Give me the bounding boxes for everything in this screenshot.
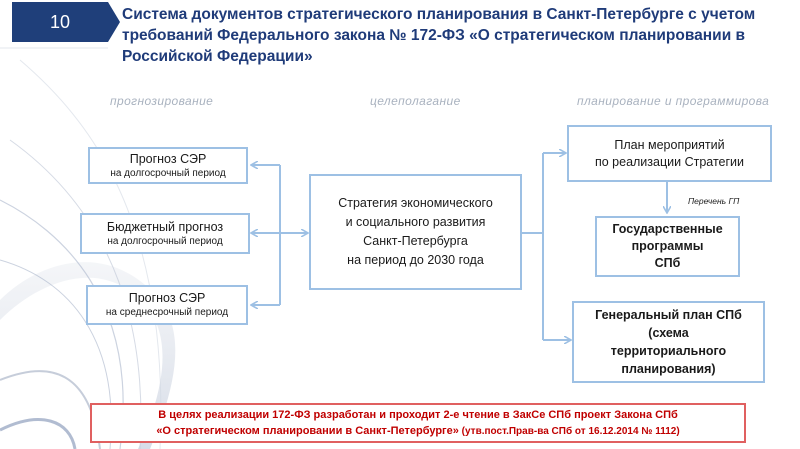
notice-law-title: «О стратегическом планировании в Санкт-П… — [156, 424, 459, 437]
box-title: Прогноз СЭР — [129, 151, 207, 166]
notice-line-2: «О стратегическом планировании в Санкт-П… — [92, 423, 744, 440]
box-text: Генеральный план СПб (схема территориаль… — [595, 308, 742, 376]
box-text: Стратегия экономического и социального р… — [338, 196, 493, 267]
general-plan-box: Генеральный план СПб (схема территориаль… — [572, 301, 765, 383]
action-plan-box: План мероприятий по реализации Стратегии — [567, 125, 772, 182]
box-subtitle: на среднесрочный период — [105, 307, 229, 318]
slide-title: Система документов стратегического плани… — [122, 6, 756, 65]
forecast-long-term-box: Прогноз СЭР на долгосрочный период — [88, 147, 248, 184]
strategy-box: Стратегия экономического и социального р… — [309, 174, 522, 290]
box-title: Прогноз СЭР — [128, 291, 206, 305]
box-subtitle: на долгосрочный период — [110, 167, 226, 179]
notice-line-1: В целях реализации 172-ФЗ разработан и п… — [158, 408, 678, 421]
box-text: План мероприятий по реализации Стратегии — [594, 137, 745, 169]
column-heading-forecasting: прогнозирование — [110, 94, 214, 108]
notice-reference: (утв.пост.Прав-ва СПб от 16.12.2014 № 11… — [458, 425, 680, 437]
law-notice-box: В целях реализации 172-ФЗ разработан и п… — [90, 403, 746, 443]
slide-number: 10 — [12, 2, 108, 42]
state-programs-box: Государственные программы СПб — [595, 216, 740, 277]
box-text: Государственные программы СПб — [612, 222, 723, 270]
column-heading-goal-setting: целеполагание — [370, 94, 461, 108]
box-title: Бюджетный прогноз — [106, 219, 224, 234]
perechen-gp-label: Перечень ГП — [688, 196, 740, 206]
page-badge-arrow — [108, 2, 120, 42]
box-subtitle: на долгосрочный период — [107, 235, 223, 247]
budget-forecast-box: Бюджетный прогноз на долгосрочный период — [80, 213, 250, 254]
column-heading-planning: планирование и программирова — [577, 94, 770, 108]
forecast-medium-term-box: Прогноз СЭР на среднесрочный период — [86, 285, 248, 325]
